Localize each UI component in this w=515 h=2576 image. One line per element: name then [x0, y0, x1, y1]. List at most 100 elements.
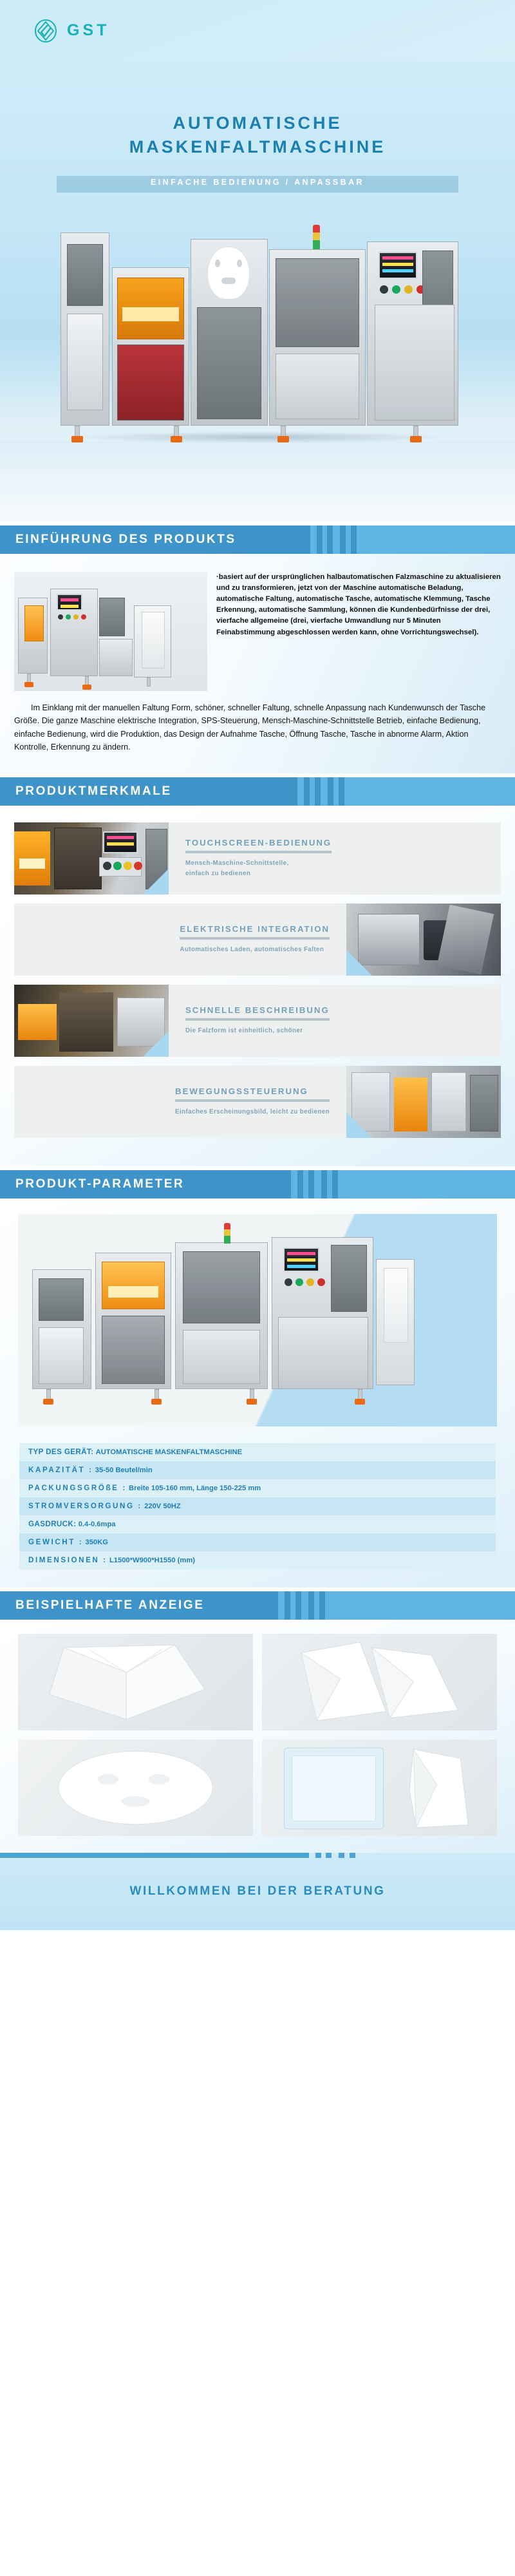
feature-image [346, 1065, 501, 1138]
section-header-stripe [328, 777, 333, 806]
hero-title: AUTOMATISCHE MASKENFALTMASCHINE [0, 111, 515, 160]
section-header-stripe [332, 1170, 338, 1198]
param-value: 35-50 Beutel/min [95, 1466, 153, 1474]
section-header-stripe [340, 526, 346, 554]
hero-subtitle-band [57, 176, 458, 193]
feature-description: Mensch-Maschine-Schnittstelle, einfach z… [185, 860, 289, 877]
param-value: 350KG [85, 1538, 108, 1546]
section-header-stripe [295, 1591, 301, 1620]
feature-text: ELEKTRISCHE INTEGRATION Automatisches La… [160, 924, 346, 954]
footer: WILLKOMMEN BEI DER BERATUNG [0, 1852, 515, 1930]
section-title-params: PRODUKT-PARAMETER [15, 1177, 185, 1191]
brand-header: GST [0, 0, 515, 61]
section-title-features: PRODUKTMERKMALE [15, 784, 172, 798]
param-row: TYP DES GERÄT: AUTOMATISCHE MASKENFALTMA… [19, 1443, 496, 1461]
section-header-stripe [317, 526, 323, 554]
gst-diamond-logo-icon [33, 19, 58, 43]
feature-rule [185, 851, 332, 854]
param-value: Breite 105-160 mm, Länge 150-225 mm [129, 1484, 261, 1492]
section-header-stripe [297, 1170, 303, 1198]
param-key: KAPAZITÄT : [28, 1465, 93, 1474]
feature-text: TOUCHSCREEN-BEDIENUNG Mensch-Maschine-Sc… [169, 838, 348, 878]
param-row: PACKUNGSGRÖßE : Breite 105-160 mm, Länge… [19, 1479, 496, 1497]
feature-card: ELEKTRISCHE INTEGRATION Automatisches La… [14, 903, 501, 976]
param-row: GASDRUCK: 0.4-0.6mpa [19, 1515, 496, 1533]
gallery-item [18, 1633, 253, 1730]
param-key: PACKUNGSGRÖßE : [28, 1483, 127, 1492]
footer-text: WILLKOMMEN BEI DER BERATUNG [129, 1884, 386, 1898]
feature-title: TOUCHSCREEN-BEDIENUNG [185, 838, 332, 848]
hero-title-line2: MASKENFALTMASCHINE [129, 137, 386, 157]
hero-machine-photo [53, 211, 465, 442]
intro-section: ·basiert auf der ursprünglichen halbauto… [0, 554, 515, 773]
section-header-stripe [308, 1591, 314, 1620]
intro-machine-photo [14, 572, 207, 691]
feature-title: SCHNELLE BESCHREIBUNG [185, 1005, 330, 1015]
section-header-dark-bar [0, 777, 297, 806]
hero-shadow [77, 431, 444, 443]
section-title-intro: EINFÜHRUNG DES PRODUKTS [15, 533, 236, 546]
param-key: STROMVERSORGUNG : [28, 1501, 142, 1510]
feature-card: SCHNELLE BESCHREIBUNG Die Falzform ist e… [14, 984, 501, 1057]
param-value: 0.4-0.6mpa [78, 1520, 116, 1528]
feature-image [346, 903, 501, 976]
section-title-gallery: BEISPIELHAFTE ANZEIGE [15, 1598, 205, 1612]
section-header-stripe [327, 526, 333, 554]
section-header-stripe [304, 777, 310, 806]
intro-paragraph-2: Im Einklang mit der manuellen Faltung Fo… [14, 703, 486, 752]
feature-description: Einfaches Erscheinungsbild, leicht zu be… [175, 1108, 330, 1115]
section-header-params: PRODUKT-PARAMETER [0, 1170, 515, 1198]
footer-rule-dark [0, 1852, 309, 1858]
param-key: DIMENSIONEN : [28, 1555, 108, 1564]
section-header-dark-bar [0, 526, 310, 554]
param-key: GEWICHT : [28, 1537, 84, 1546]
section-header-gallery: BEISPIELHAFTE ANZEIGE [0, 1591, 515, 1620]
section-header-dark-bar [0, 1170, 291, 1198]
footer-stripe [315, 1852, 321, 1858]
feature-image [14, 822, 169, 895]
params-table: TYP DES GERÄT: AUTOMATISCHE MASKENFALTMA… [19, 1443, 496, 1569]
feature-rule [175, 1099, 330, 1102]
section-header-dark-bar [0, 1591, 278, 1620]
feature-card: TOUCHSCREEN-BEDIENUNG Mensch-Maschine-Sc… [14, 822, 501, 895]
hero-floor [0, 441, 515, 522]
param-row: STROMVERSORGUNG : 220V 50HZ [19, 1497, 496, 1515]
footer-stripe [339, 1852, 344, 1858]
section-header-stripe [339, 777, 344, 806]
gallery-grid [18, 1633, 497, 1836]
section-header-stripe [315, 777, 321, 806]
footer-stripe [326, 1852, 332, 1858]
section-header-stripe [308, 1170, 314, 1198]
features-section: TOUCHSCREEN-BEDIENUNG Mensch-Maschine-Sc… [0, 805, 515, 1166]
params-section: TYP DES GERÄT: AUTOMATISCHE MASKENFALTMA… [0, 1198, 515, 1587]
feature-image [14, 984, 169, 1057]
brand-name: GST [67, 21, 110, 39]
params-machine-photo [18, 1213, 497, 1426]
gallery-item [262, 1633, 497, 1730]
feature-card: BEWEGUNGSSTEUERUNG Einfaches Erscheinung… [14, 1065, 501, 1138]
param-value: L1500*W900*H1550 (mm) [109, 1556, 196, 1564]
section-header-features: PRODUKTMERKMALE [0, 777, 515, 806]
feature-title: ELEKTRISCHE INTEGRATION [180, 923, 330, 934]
feature-title: BEWEGUNGSSTEUERUNG [175, 1086, 308, 1096]
param-row: KAPAZITÄT : 35-50 Beutel/min [19, 1461, 496, 1479]
section-header-stripe [321, 1170, 327, 1198]
hero-title-line1: AUTOMATISCHE [173, 113, 342, 133]
feature-rule [185, 1018, 330, 1021]
footer-stripe [350, 1852, 355, 1858]
footer-rule [0, 1852, 515, 1858]
hero-banner: AUTOMATISCHE MASKENFALTMASCHINE EINFACHE… [0, 61, 515, 522]
param-row: DIMENSIONEN : L1500*W900*H1550 (mm) [19, 1551, 496, 1569]
section-header-intro: EINFÜHRUNG DES PRODUKTS [0, 526, 515, 554]
gallery-section [0, 1619, 515, 1853]
intro-paragraph-1: ·basiert auf der ursprünglichen halbauto… [216, 573, 501, 636]
feature-text: SCHNELLE BESCHREIBUNG Die Falzform ist e… [169, 1005, 346, 1036]
hero-subtitle: EINFACHE BEDIENUNG / ANPASSBAR [151, 178, 364, 187]
param-value: 220V 50HZ [144, 1502, 181, 1510]
param-row: GEWICHT : 350KG [19, 1533, 496, 1551]
feature-text: BEWEGUNGSSTEUERUNG Einfaches Erscheinung… [156, 1086, 346, 1117]
feature-description: Die Falzform ist einheitlich, schöner [185, 1027, 303, 1034]
gallery-item [18, 1739, 253, 1836]
section-header-stripe [351, 526, 357, 554]
